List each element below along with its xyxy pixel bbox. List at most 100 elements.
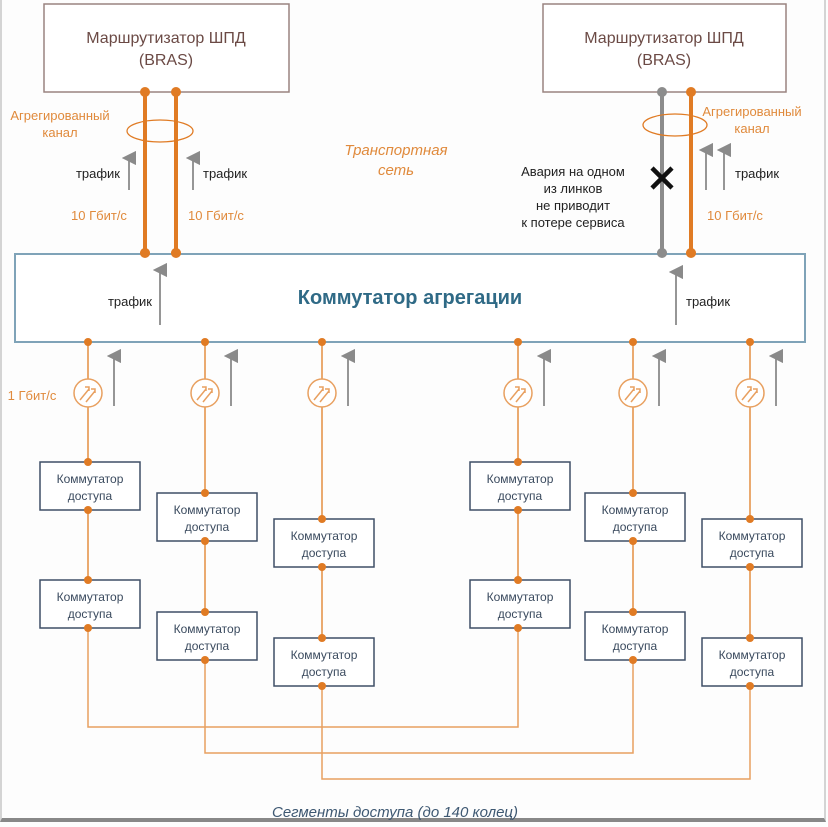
- traffic-label-agg-right: трафик: [686, 294, 730, 309]
- access-switch-label-1: Коммутатор: [291, 529, 358, 543]
- port-dot: [514, 458, 522, 466]
- port-dot: [84, 576, 92, 584]
- access-switch-label-2: доступа: [730, 665, 775, 679]
- optical-transceiver-icon: [503, 378, 533, 408]
- uplink-speed-right: 10 Гбит/с: [707, 208, 763, 223]
- port-dot: [746, 682, 754, 690]
- traffic-label-left-1: трафик: [76, 166, 120, 181]
- router-left-title: Маршрутизатор ШПД: [86, 30, 246, 47]
- port-dot: [746, 515, 754, 523]
- access-switch-label-1: Коммутатор: [719, 648, 786, 662]
- port-dot: [629, 489, 637, 497]
- access-switch-label-2: доступа: [68, 489, 113, 503]
- access-switch-label-2: доступа: [613, 520, 658, 534]
- access-switch[interactable]: Коммутатор доступа: [39, 576, 141, 632]
- uplink-right-active[interactable]: [686, 87, 696, 258]
- access-switch-label-1: Коммутатор: [291, 648, 358, 662]
- downlink-speed-label: 1 Гбит/с: [8, 388, 57, 403]
- optical-transceiver-icon: [73, 378, 103, 408]
- traffic-label-agg-left: трафик: [108, 294, 152, 309]
- access-switch[interactable]: Коммутатор доступа: [156, 489, 258, 545]
- port-dot: [318, 515, 326, 523]
- access-switch-label-1: Коммутатор: [57, 590, 124, 604]
- aggregation-port[interactable]: [318, 338, 326, 346]
- port-dot: [318, 563, 326, 571]
- aggregation-port[interactable]: [746, 338, 754, 346]
- aggregated-channel-label-left-1: Агрегированный: [10, 108, 109, 123]
- port-dot: [514, 624, 522, 632]
- access-switch-label-2: доступа: [302, 546, 347, 560]
- access-switch[interactable]: Коммутатор доступа: [273, 515, 375, 571]
- access-switch-label-1: Коммутатор: [487, 472, 554, 486]
- access-switch-label-1: Коммутатор: [57, 472, 124, 486]
- access-switch-label-1: Коммутатор: [174, 503, 241, 517]
- optical-transceiver-icon: [735, 378, 765, 408]
- port-dot: [84, 458, 92, 466]
- access-switch-label-1: Коммутатор: [487, 590, 554, 604]
- failure-note-2: из линков: [544, 181, 603, 196]
- router-right-title: Маршрутизатор ШПД: [584, 30, 744, 47]
- aggregation-switch-label: Коммутатор агрегации: [298, 287, 522, 309]
- aggregated-channel-ring-right: [642, 113, 708, 137]
- aggregated-channel-label-right-2: канал: [734, 121, 769, 136]
- router-left-subtitle: (BRAS): [139, 52, 193, 69]
- ring-links: [87, 628, 751, 780]
- aggregated-channel-label-left-2: канал: [42, 125, 77, 140]
- access-switch[interactable]: Коммутатор доступа: [156, 608, 258, 664]
- router-right-subtitle: (BRAS): [637, 52, 691, 69]
- access-switch-label-1: Коммутатор: [174, 622, 241, 636]
- optical-transceiver-icon: [190, 378, 220, 408]
- uplink-speed-left-2: 10 Гбит/с: [188, 208, 244, 223]
- access-switch-label-2: доступа: [185, 520, 230, 534]
- aggregation-port[interactable]: [84, 338, 92, 346]
- aggregation-port[interactable]: [629, 338, 637, 346]
- traffic-label-left-2: трафик: [203, 166, 247, 181]
- router-right[interactable]: Маршрутизатор ШПД (BRAS): [542, 3, 787, 93]
- aggregation-port[interactable]: [514, 338, 522, 346]
- port-dot: [318, 634, 326, 642]
- access-switch-label-2: доступа: [185, 639, 230, 653]
- access-switch[interactable]: Коммутатор доступа: [584, 489, 686, 545]
- optical-transceiver-icon: [618, 378, 648, 408]
- access-switch-label-2: доступа: [498, 607, 543, 621]
- port-dot: [746, 563, 754, 571]
- traffic-label-right: трафик: [735, 166, 779, 181]
- port-dot: [629, 608, 637, 616]
- router-left[interactable]: Маршрутизатор ШПД (BRAS): [43, 3, 290, 93]
- port-dot: [201, 537, 209, 545]
- access-switch[interactable]: Коммутатор доступа: [701, 634, 803, 690]
- failure-note-3: не приводит: [536, 198, 610, 213]
- access-switch[interactable]: Коммутатор доступа: [39, 458, 141, 514]
- access-switch[interactable]: Коммутатор доступа: [469, 576, 571, 632]
- port-dot: [629, 656, 637, 664]
- port-dot: [629, 537, 637, 545]
- aggregated-channel-label-right-1: Агрегированный: [702, 104, 801, 119]
- link-failure-x-icon: [650, 166, 674, 190]
- uplink-speed-left-1: 10 Гбит/с: [71, 208, 127, 223]
- access-switch-label-1: Коммутатор: [602, 503, 669, 517]
- port-dot: [514, 576, 522, 584]
- port-dot: [318, 682, 326, 690]
- optical-transceiver-icon: [307, 378, 337, 408]
- uplink-left-1[interactable]: [140, 87, 150, 258]
- port-dot: [514, 506, 522, 514]
- uplink-left-2[interactable]: [171, 87, 181, 258]
- access-switch-label-2: доступа: [68, 607, 113, 621]
- transport-network-label-1: Транспортная: [344, 142, 447, 159]
- failure-note-1: Авария на одном: [521, 164, 625, 179]
- access-switch-label-2: доступа: [613, 639, 658, 653]
- access-switch-label-1: Коммутатор: [719, 529, 786, 543]
- port-dot: [84, 624, 92, 632]
- failure-note-4: к потере сервиса: [521, 215, 625, 230]
- aggregation-port[interactable]: [201, 338, 209, 346]
